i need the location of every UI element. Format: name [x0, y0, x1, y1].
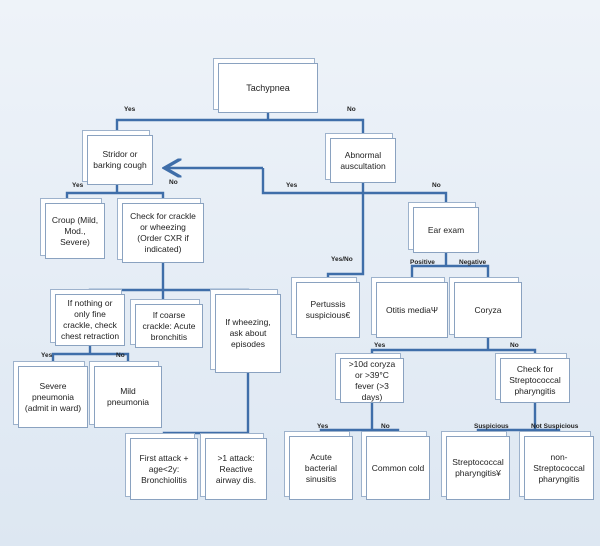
link-check-split — [88, 263, 250, 304]
label-yes-stridor: Yes — [72, 182, 84, 189]
node-fine-crackle: If nothing or only fine crackle, check c… — [55, 294, 125, 346]
label-yes-tachypnea: Yes — [124, 106, 136, 113]
link-ear-split — [410, 253, 490, 282]
node-strep-pharyngitis: Streptococcal pharyngitis¥ — [446, 436, 510, 500]
label-no-tachypnea: No — [347, 106, 356, 113]
node-non-strep: non-Streptococcal pharyngitis — [524, 436, 594, 500]
label-yes-coryza: Yes — [374, 342, 386, 349]
node-severe-pneumonia: Severe pneumonia (admit in ward) — [18, 366, 88, 428]
label-negative: Negative — [459, 259, 487, 266]
link-stridor-split — [65, 185, 165, 203]
link-strep-split — [476, 403, 561, 436]
node-acute-sinusitis: Acute bacterial sinusitis — [289, 436, 353, 500]
link-wheezing-split — [162, 373, 250, 438]
link-fine-split — [51, 346, 130, 366]
link-abnormal-split — [261, 168, 448, 207]
node-reactive-airway: >1 attack: Reactive airway dis. — [205, 438, 267, 500]
label-yes-no-pertussis: Yes/No — [331, 256, 353, 263]
node-otitis-media: Otitis mediaΨ — [376, 282, 448, 338]
label-positive: Positive — [410, 259, 435, 266]
link-tachypnea-split — [115, 113, 365, 138]
link-coryza-split — [370, 338, 537, 358]
node-mild-pneumonia: Mild pneumonia — [94, 366, 162, 428]
label-yes-fine: Yes — [41, 352, 53, 359]
node-wheezing-ask: If wheezing, ask about episodes — [215, 294, 281, 373]
node-common-cold: Common cold — [366, 436, 430, 500]
label-suspicious: Suspicious — [474, 423, 509, 430]
node-ear-exam: Ear exam — [413, 207, 479, 253]
label-no-coryza: No — [510, 342, 519, 349]
label-yes-coryza10d: Yes — [317, 423, 329, 430]
node-coryza: Coryza — [454, 282, 522, 338]
node-strep-check: Check for Streptococcal pharyngitis — [500, 358, 570, 403]
node-coarse-crackle: If coarse crackle: Acute bronchitis — [135, 304, 203, 348]
node-croup: Croup (Mild, Mod., Severe) — [45, 203, 105, 259]
node-first-attack: First attack + age<2y: Bronchiolitis — [130, 438, 198, 500]
node-tachypnea: Tachypnea — [218, 63, 318, 113]
label-yes-abnormal: Yes — [286, 182, 298, 189]
label-no-coryza10d: No — [381, 423, 390, 430]
label-no-fine: No — [116, 352, 125, 359]
node-pertussis: Pertussis suspicious€ — [296, 282, 360, 338]
link-coryza10d-split — [319, 403, 400, 436]
label-no-stridor: No — [169, 179, 178, 186]
label-no-abnormal: No — [432, 182, 441, 189]
label-not-suspicious: Not Suspicious — [531, 423, 579, 430]
node-abnormal-auscultation: Abnormal auscultation — [330, 138, 396, 183]
link-abnormal-pertussis — [326, 193, 365, 282]
node-check-crackle: Check for crackle or wheezing (Order CXR… — [122, 203, 204, 263]
node-stridor: Stridor or barking cough — [87, 135, 153, 185]
node-coryza-10d: >10d coryza or >39°C fever (>3 days) — [340, 358, 404, 403]
